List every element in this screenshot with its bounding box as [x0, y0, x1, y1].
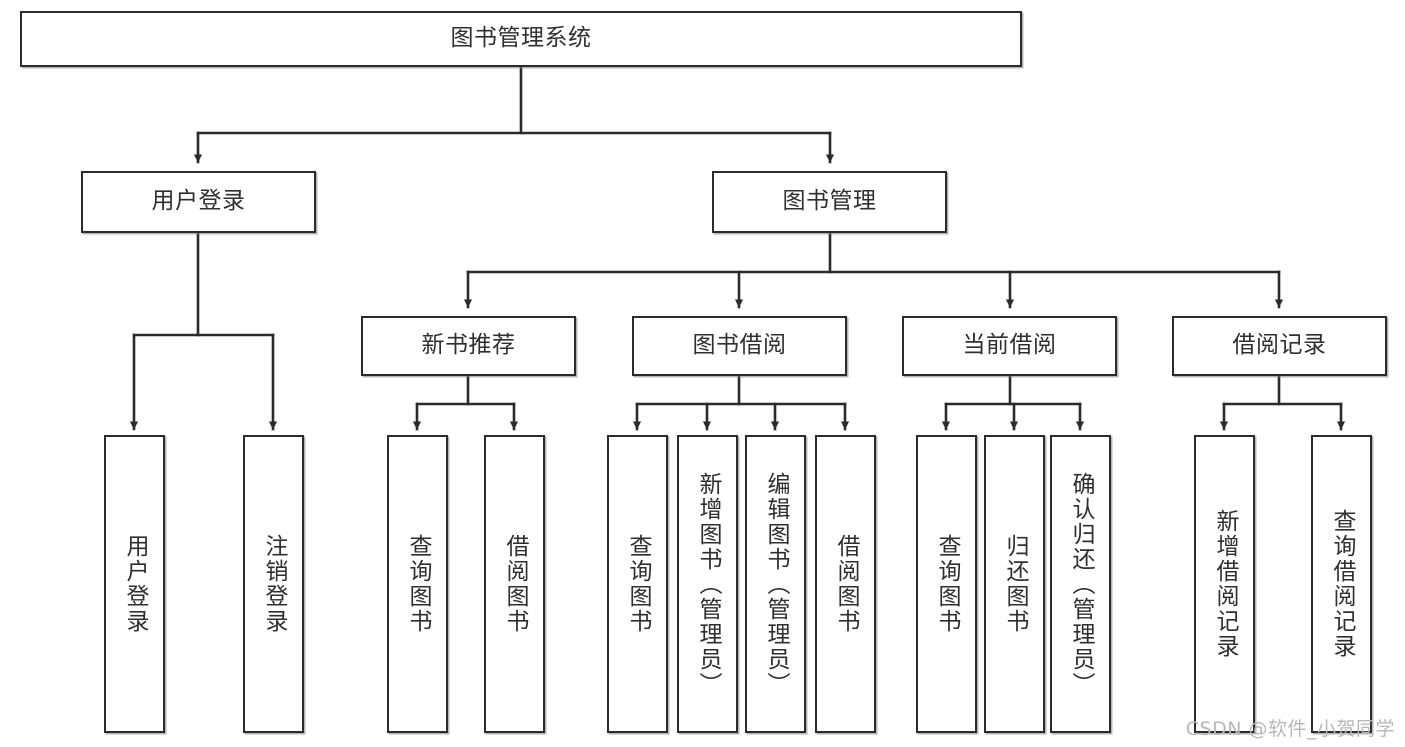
leaf-query-book-recommend[interactable]: 查询图书 [387, 435, 448, 733]
leaf-query-borrow-record[interactable]: 查询借阅记录 [1311, 435, 1372, 733]
leaf-edit-book-admin[interactable]: 编辑图书（管理员） [745, 435, 806, 733]
leaf-query-book-borrow[interactable]: 查询图书 [607, 435, 668, 733]
node-label: 确认归还（管理员） [1068, 471, 1094, 697]
node-borrow-record[interactable]: 借阅记录 [1172, 316, 1387, 376]
node-label: 用户登录 [122, 534, 148, 634]
leaf-query-book-current[interactable]: 查询图书 [916, 435, 977, 733]
node-label: 新增借阅记录 [1212, 509, 1238, 659]
node-label: 图书借阅 [692, 332, 787, 359]
node-current-borrow[interactable]: 当前借阅 [902, 316, 1117, 376]
node-label: 查询图书 [934, 534, 960, 634]
node-label: 图书管理系统 [450, 25, 592, 52]
node-label: 查询图书 [625, 534, 651, 634]
node-book-borrow[interactable]: 图书借阅 [632, 316, 847, 376]
node-label: 注销登录 [261, 534, 287, 634]
leaf-add-borrow-record[interactable]: 新增借阅记录 [1194, 435, 1255, 733]
node-root-book-management-system[interactable]: 图书管理系统 [20, 11, 1022, 67]
node-label: 查询图书 [405, 534, 431, 634]
node-label: 编辑图书（管理员） [763, 471, 789, 697]
leaf-borrow-book-recommend[interactable]: 借阅图书 [484, 435, 545, 733]
node-label: 用户登录 [151, 188, 246, 215]
leaf-logout[interactable]: 注销登录 [243, 435, 304, 733]
node-new-book-recommend[interactable]: 新书推荐 [361, 316, 576, 376]
node-label: 查询借阅记录 [1329, 509, 1355, 659]
node-label: 借阅记录 [1232, 332, 1327, 359]
node-label: 新书推荐 [421, 332, 516, 359]
node-label: 借阅图书 [502, 534, 528, 634]
node-book-management[interactable]: 图书管理 [712, 171, 947, 233]
node-label: 归还图书 [1002, 534, 1028, 634]
leaf-borrow-book[interactable]: 借阅图书 [815, 435, 876, 733]
node-label: 新增图书（管理员） [695, 471, 721, 697]
leaf-confirm-return-admin[interactable]: 确认归还（管理员） [1050, 435, 1111, 733]
node-label: 借阅图书 [833, 534, 859, 634]
node-user-login[interactable]: 用户登录 [81, 171, 316, 233]
node-label: 当前借阅 [962, 332, 1057, 359]
leaf-return-book[interactable]: 归还图书 [984, 435, 1045, 733]
leaf-user-login[interactable]: 用户登录 [104, 435, 165, 733]
leaf-add-book-admin[interactable]: 新增图书（管理员） [677, 435, 738, 733]
node-label: 图书管理 [782, 188, 877, 215]
